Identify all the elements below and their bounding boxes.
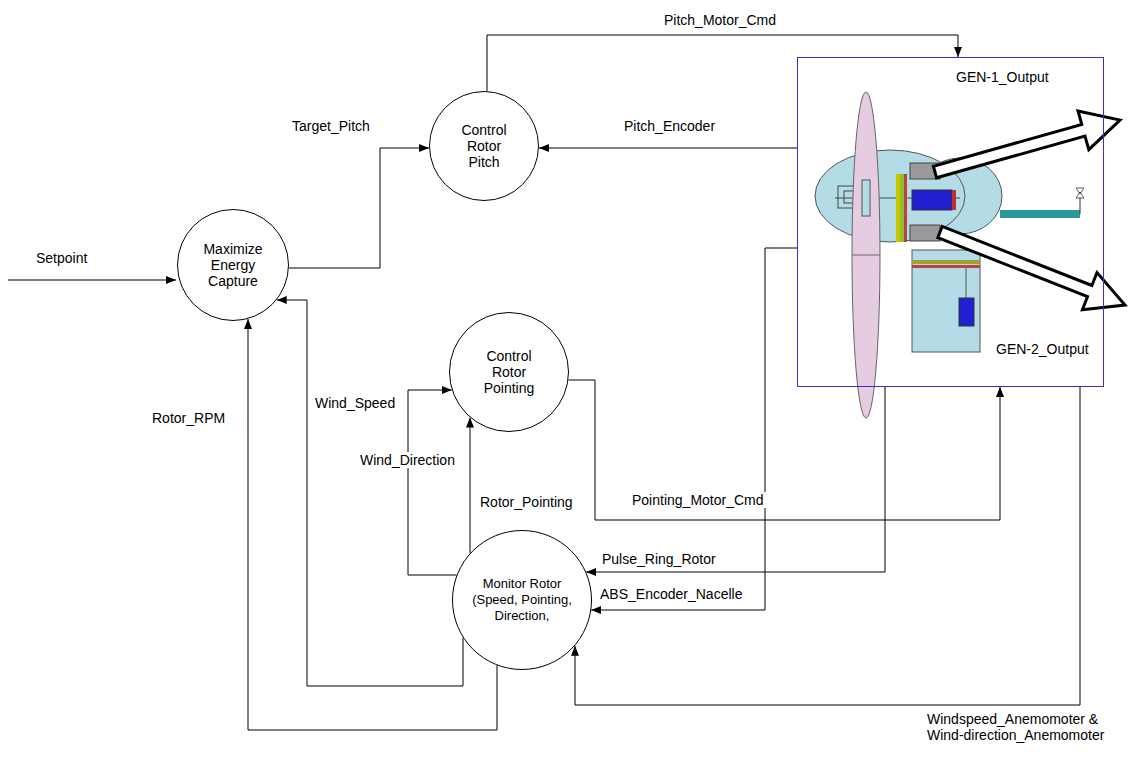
signal-name: ABS_Encoder_Nacelle [598, 586, 744, 602]
anemometer [1076, 188, 1084, 198]
yaw-motor [959, 298, 974, 326]
circle-outline [178, 210, 289, 321]
rotor-blade [852, 92, 880, 418]
signal-name: Pulse_Ring_Rotor [600, 551, 718, 567]
process-name: Control Rotor Pointing [473, 348, 545, 396]
pitch-motor [912, 190, 952, 210]
yaw-gear [912, 260, 980, 264]
process-name: Monitor Rotor (Speed, Pointing, Directio… [470, 576, 574, 624]
gear-plate [900, 174, 904, 242]
generator [910, 225, 940, 241]
process-name: Maximize Energy Capture [193, 241, 273, 289]
gear-plate [904, 174, 907, 242]
rotor-hub [862, 180, 870, 216]
output-arrow [933, 111, 1120, 178]
signal-name: Setpoint [34, 250, 89, 266]
pitch-motor [952, 190, 956, 210]
signal-name: Windspeed_Anemomoter & Wind-direction_An… [925, 711, 1121, 743]
yaw-housing [912, 250, 980, 352]
data-flow [591, 248, 797, 610]
signal-name: Pointing_Motor_Cmd [630, 492, 766, 508]
circle-outline [430, 92, 539, 201]
system-boundary: GEN-1_OutputGEN-2_Output [797, 57, 1104, 387]
input-arrow [8, 280, 176, 281]
signal-name: Rotor_RPM [150, 410, 227, 426]
signal-name: Rotor_Pointing [478, 494, 575, 510]
output-label: GEN-1_Output [956, 69, 1049, 85]
signal-name: Pitch_Encoder [622, 118, 717, 134]
data-flow [575, 387, 1080, 705]
process-circle: Control Rotor Pointing [449, 312, 569, 432]
signal-name: Wind_Direction [358, 452, 457, 468]
circle-outline [453, 531, 592, 670]
circle-outline [450, 313, 569, 432]
gear-plate [896, 174, 900, 242]
signal-name: Pitch_Motor_Cmd [662, 12, 778, 28]
data-flow [568, 380, 1000, 520]
output-label: GEN-2_Output [996, 341, 1089, 357]
data-flow [277, 300, 463, 686]
data-flow [539, 148, 797, 149]
data-flow [289, 148, 429, 268]
process-circle: Maximize Energy Capture [177, 209, 289, 321]
output-arrow [938, 226, 1125, 309]
yaw-shaft [966, 268, 967, 300]
process-circle: Control Rotor Pitch [429, 91, 539, 201]
yaw-gear [912, 265, 980, 268]
data-flow [586, 387, 885, 572]
signal-name: Wind_Speed [313, 395, 397, 411]
process-circle: Monitor Rotor (Speed, Pointing, Directio… [452, 530, 592, 670]
rotor-blade [852, 255, 880, 256]
signal-name: Target_Pitch [290, 118, 372, 134]
data-flow [470, 418, 471, 554]
process-name: Control Rotor Pitch [451, 122, 517, 170]
data-flow [487, 35, 958, 91]
anemometer-boom [1000, 210, 1080, 218]
data-flow [408, 390, 457, 575]
